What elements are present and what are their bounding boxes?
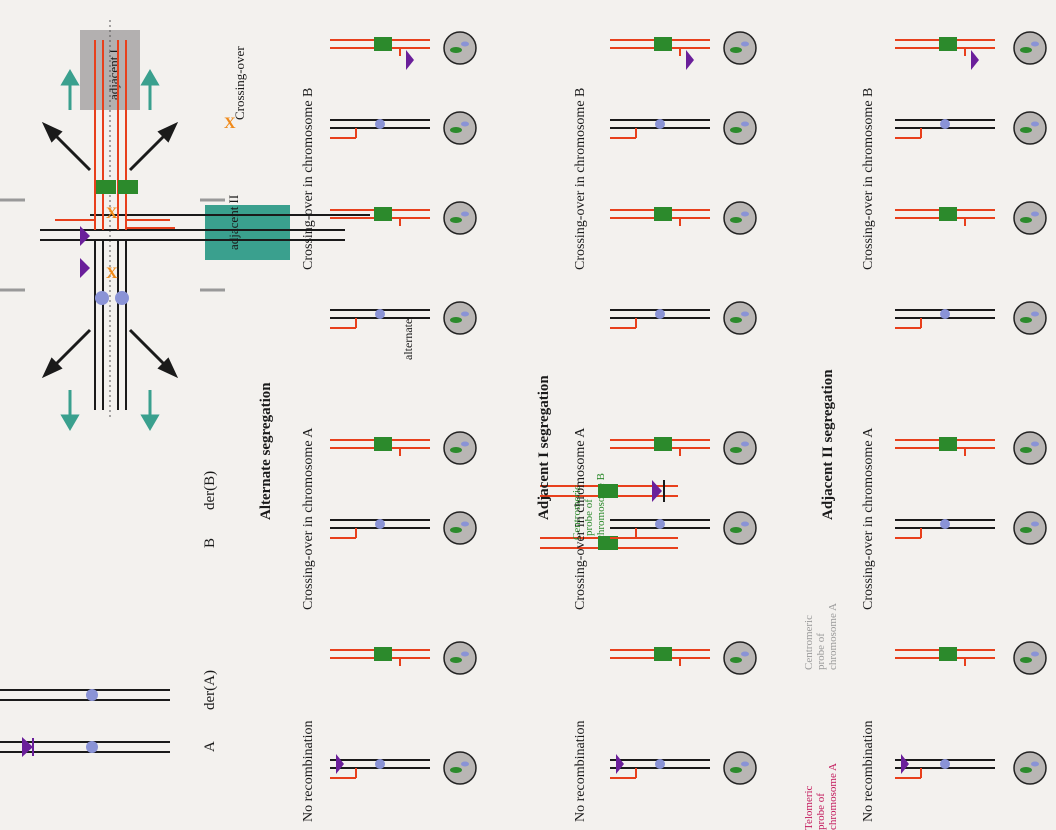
gamete-panels: [330, 31, 1047, 785]
section-2-red-chromosome-3: [895, 437, 995, 456]
adjacent-ii-box: [205, 205, 290, 260]
legend-telomeric-probe: Telomeric: [803, 785, 815, 830]
section-0-red-chromosome-3: [330, 437, 430, 456]
adjacent-ii-label: adjacent II: [226, 195, 241, 250]
section-1-nucleus-4: [723, 301, 757, 335]
section-0-red-chromosome-1: [330, 647, 430, 666]
section-2-black-chromosome-2: [895, 519, 995, 539]
alternate-label: alternate: [401, 319, 415, 360]
section-0-black-chromosome-6: [330, 119, 430, 139]
section-0-black-chromosome-2: [330, 519, 430, 539]
adj2-co-b: Crossing-over in chromosome B: [861, 88, 876, 270]
alt-no-recombination: No recombination: [301, 721, 316, 822]
legend-centromeric-b-3: chromosome B: [595, 473, 607, 540]
section-1-black-chromosome-6: [610, 119, 710, 139]
chromosome-der-a: [0, 689, 170, 701]
section-2-nucleus-2: [1013, 511, 1047, 545]
section-2-nucleus-0: [1013, 751, 1047, 785]
section-1-black-chromosome-0: [610, 754, 710, 779]
legend-panel: Telomeric probe of chromosome A Centrome…: [0, 473, 839, 830]
section-1-black-chromosome-2: [610, 519, 710, 539]
section-2-nucleus-5: [1013, 201, 1047, 235]
section-0-nucleus-6: [443, 111, 477, 145]
chromosome-a: [0, 737, 170, 757]
section-title-alternate: Alternate segregation: [258, 382, 274, 520]
adj1-co-b: Crossing-over in chromosome B: [573, 88, 588, 270]
svg-text:X: X: [106, 265, 118, 282]
section-1-red-chromosome-7: [610, 37, 710, 70]
section-1-nucleus-0: [723, 751, 757, 785]
section-2-black-chromosome-0: [895, 754, 995, 779]
section-0-nucleus-2: [443, 511, 477, 545]
section-2-nucleus-7: [1013, 31, 1047, 65]
adj2-no-recombination: No recombination: [861, 721, 876, 822]
alt-co-a: Crossing-over in chromosome A: [301, 427, 316, 610]
label-b: B: [202, 538, 218, 548]
label-der-a: der(A): [202, 670, 218, 710]
section-2-black-chromosome-4: [895, 309, 995, 329]
section-1-nucleus-2: [723, 511, 757, 545]
section-2-nucleus-3: [1013, 431, 1047, 465]
section-2-nucleus-1: [1013, 641, 1047, 675]
legend-telomeric-probe-2: probe of: [815, 793, 827, 830]
section-0-red-chromosome-5: [330, 207, 430, 226]
section-title-adjacent-ii: Adjacent II segregation: [820, 369, 836, 520]
section-2-red-chromosome-7: [895, 37, 995, 70]
section-2-red-chromosome-5: [895, 207, 995, 226]
svg-text:X: X: [106, 205, 118, 222]
legend-centromeric-b-1: Centromeric: [571, 485, 583, 540]
section-0-nucleus-0: [443, 751, 477, 785]
label-a: A: [202, 741, 218, 752]
section-0-nucleus-1: [443, 641, 477, 675]
legend-centromeric-a-1: Centromeric: [803, 615, 815, 670]
section-0-black-chromosome-0: [330, 754, 430, 779]
section-1-black-chromosome-4: [610, 309, 710, 329]
legend-centromeric-a-2: probe of: [815, 633, 827, 670]
adj2-co-a: Crossing-over in chromosome A: [861, 427, 876, 610]
adj1-no-recombination: No recombination: [573, 721, 588, 822]
legend-centromeric-a-3: chromosome A: [827, 603, 839, 670]
chromosome-b: [540, 536, 678, 550]
section-2-red-chromosome-1: [895, 647, 995, 666]
section-0-red-chromosome-7: [330, 37, 430, 70]
section-0-nucleus-3: [443, 431, 477, 465]
legend-telomeric-probe-3: chromosome A: [827, 763, 839, 830]
section-1-red-chromosome-1: [610, 647, 710, 666]
section-1-nucleus-3: [723, 431, 757, 465]
label-der-b: der(B): [202, 471, 218, 510]
chromosome-der-b: [540, 480, 678, 502]
crossover-label: Crossing-over: [232, 46, 247, 120]
section-2-nucleus-6: [1013, 111, 1047, 145]
section-1-nucleus-7: [723, 31, 757, 65]
section-0-black-chromosome-4: [330, 309, 430, 329]
section-1-red-chromosome-3: [610, 437, 710, 456]
section-0-nucleus-4: [443, 301, 477, 335]
section-1-red-chromosome-5: [610, 207, 710, 226]
section-title-adjacent-i: Adjacent I segregation: [536, 375, 552, 520]
alt-co-b: Crossing-over in chromosome B: [301, 88, 316, 270]
section-0-nucleus-5: [443, 201, 477, 235]
crossover-icon: X: [224, 115, 236, 132]
quadrivalent-diagram: adjacent I adjacent II alternate: [0, 20, 415, 431]
adj1-co-a: Crossing-over in chromosome A: [573, 427, 588, 610]
section-2-black-chromosome-6: [895, 119, 995, 139]
section-2-nucleus-4: [1013, 301, 1047, 335]
section-1-nucleus-5: [723, 201, 757, 235]
legend-centromeric-b-2: probe of: [583, 499, 595, 536]
section-0-nucleus-7: [443, 31, 477, 65]
section-1-nucleus-1: [723, 641, 757, 675]
section-1-nucleus-6: [723, 111, 757, 145]
